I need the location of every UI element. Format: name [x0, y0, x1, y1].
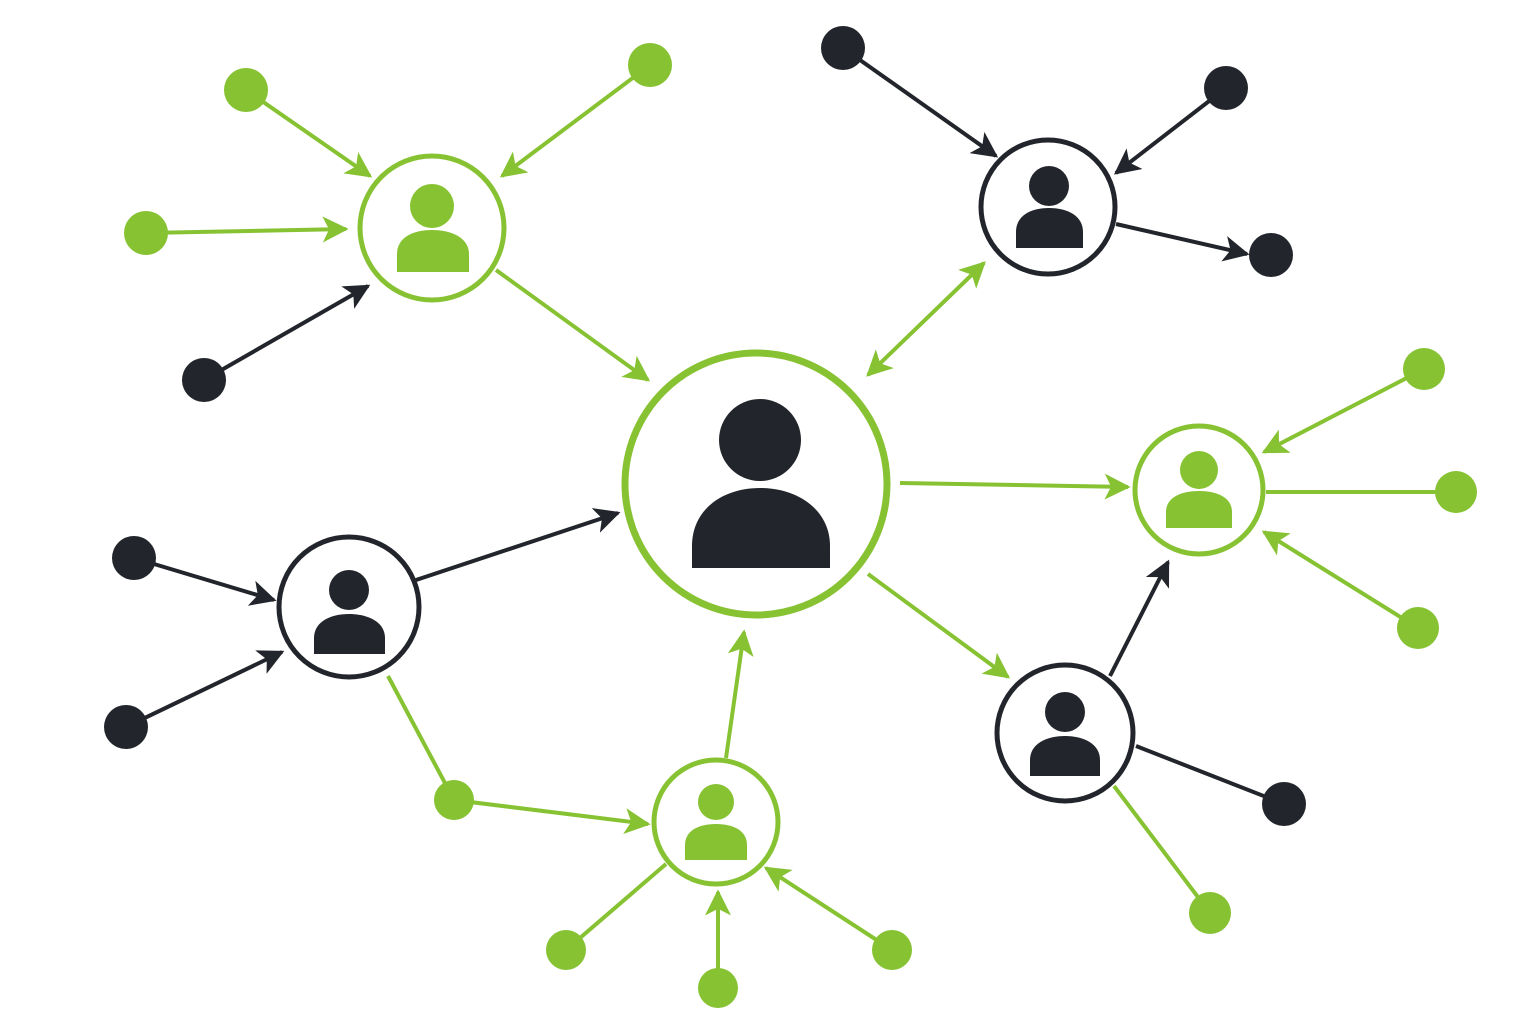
leaf-dot [821, 26, 865, 70]
edge-spoke [1261, 367, 1425, 454]
leaf-dot [112, 536, 156, 580]
leaf-dot [104, 705, 148, 749]
edge-spoke [1135, 744, 1285, 806]
leaf-dot [434, 780, 474, 820]
hub-node [621, 349, 891, 619]
user-icon [397, 184, 469, 272]
leaf-dot [1249, 233, 1293, 277]
leaf-dot [1189, 892, 1231, 934]
edge-hub-to-bottomright [866, 572, 1011, 679]
user-node-top-left [357, 153, 507, 303]
user-icon [1166, 451, 1232, 528]
user-icon [1016, 166, 1083, 248]
leaf-dot [182, 358, 226, 402]
edge-bottomcenter-to-hub [724, 629, 754, 759]
user-icon [1030, 692, 1100, 776]
edge-spoke [499, 63, 652, 178]
edge-spoke [453, 798, 651, 835]
leaf-dot [1262, 782, 1306, 826]
edge-bottomright-to-midright [1108, 559, 1170, 677]
edge-spoke [564, 862, 668, 952]
edge-spoke [203, 284, 371, 382]
edge-spoke [1261, 530, 1420, 630]
edge-hub-topright [866, 261, 986, 377]
edge-spoke [763, 866, 894, 952]
user-icon [314, 570, 385, 654]
edge-spoke [386, 675, 456, 801]
edges [125, 46, 1456, 988]
leaf-dot [546, 930, 586, 970]
leaf-dot [1435, 471, 1477, 513]
hub-ring [621, 349, 891, 619]
edge-spoke [1112, 784, 1212, 915]
user-node-mid-right [1132, 423, 1266, 557]
user-icon [685, 784, 747, 860]
user-node-mid-left [276, 534, 422, 680]
leaf-dot [1204, 66, 1248, 110]
edge-spoke [125, 650, 285, 729]
edge-spoke [145, 216, 349, 243]
leaf-dots [104, 26, 1477, 1008]
leaf-dot [1397, 607, 1439, 649]
leaf-dot [124, 211, 168, 255]
leaf-dot [628, 43, 672, 87]
leaf-dot [698, 968, 738, 1008]
leaf-dot [224, 68, 268, 112]
edge-spoke [1115, 222, 1250, 262]
edge-spoke [244, 88, 373, 178]
leaf-dot [872, 930, 912, 970]
edge-hub-to-midright [899, 473, 1131, 500]
user-icon [692, 399, 830, 568]
edge-topleft-to-hub [494, 268, 651, 382]
edge-spoke [1113, 86, 1228, 175]
edge-spoke [841, 46, 999, 158]
leaf-dot [1403, 348, 1445, 390]
edge-midleft-to-hub [415, 508, 621, 582]
user-node-bottom-center [651, 757, 781, 887]
edge-spoke [133, 556, 277, 606]
user-node-top-right [978, 137, 1118, 277]
user-node-bottom-right [994, 662, 1136, 804]
